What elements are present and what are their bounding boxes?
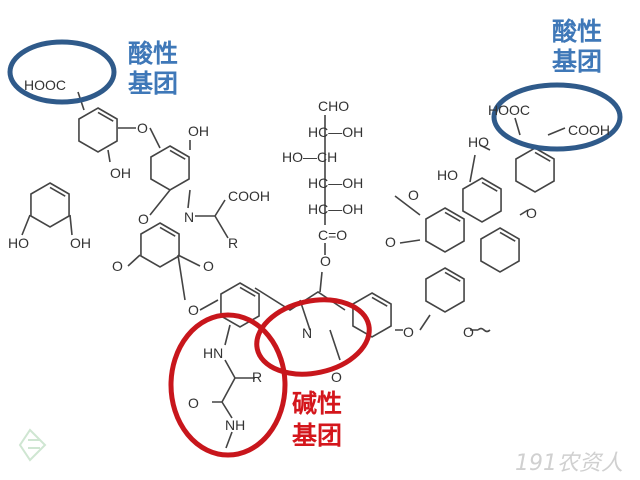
- hn-label: HN: [203, 345, 223, 361]
- oh-ring-c: OH: [188, 123, 209, 139]
- acid-label-left-line1: 酸性: [128, 39, 178, 68]
- ho-right-2: HO: [437, 167, 458, 183]
- aromatic-ring: [140, 222, 180, 268]
- acid-label-left-line2: 基团: [128, 69, 178, 98]
- cooh-right: COOH: [568, 122, 610, 138]
- acid-group-highlight-right: [491, 82, 623, 152]
- double-bond: [534, 151, 551, 162]
- o-amide: O: [188, 395, 199, 411]
- base-group-highlight-pyridine: [254, 297, 372, 377]
- nh-label: NH: [225, 417, 245, 433]
- sugar-hc-oh-2: HC—OH: [308, 175, 363, 191]
- aromatic-ring: [425, 207, 465, 253]
- sugar-ho-ch: HO—CH: [282, 149, 337, 165]
- watermark-text: 191农资人: [515, 451, 623, 476]
- base-group-highlight-amide: [168, 312, 288, 458]
- watermark-logo-icon: [18, 428, 47, 462]
- aromatic-ring: [480, 227, 520, 273]
- hooc-left: HOOC: [24, 77, 66, 93]
- double-bond: [371, 296, 388, 307]
- double-bond: [499, 231, 516, 242]
- base-label-line1: 碱性: [292, 389, 342, 418]
- o-keto-left: O: [112, 258, 123, 274]
- ho-right-1: HO: [468, 134, 489, 150]
- o-keto-right: O: [203, 258, 214, 274]
- sugar-c-eq-o: C=O: [318, 227, 347, 243]
- o-link-2: O: [188, 302, 199, 318]
- aromatic-ring: [462, 177, 502, 223]
- o-furan: O: [526, 205, 537, 221]
- double-bond: [159, 226, 176, 237]
- aromatic-ring: [220, 282, 260, 328]
- aromatic-ring: [30, 182, 70, 228]
- cooh-mid: COOH: [228, 188, 270, 204]
- acid-label-right-line2: 基团: [552, 47, 602, 76]
- double-bond: [444, 211, 461, 222]
- double-bond: [239, 286, 256, 297]
- sugar-hc-oh-3: HC—OH: [308, 201, 363, 217]
- acid-label-right-line1: 酸性: [552, 17, 602, 46]
- double-bond: [169, 149, 186, 160]
- atom-labels: HOOC OH O OH HO OH O N COOH R O O O HN R…: [8, 77, 610, 433]
- r-amide: R: [252, 369, 262, 385]
- double-bond: [49, 186, 66, 197]
- oh-catechol-2: OH: [70, 235, 91, 251]
- double-bond: [444, 271, 461, 282]
- n-pyridine: N: [302, 325, 312, 341]
- r-mid: R: [228, 235, 238, 251]
- oh-ring-a: OH: [110, 165, 131, 181]
- sugar-hc-oh-1: HC—OH: [308, 124, 363, 140]
- aromatic-ring: [78, 107, 118, 153]
- double-bond: [481, 181, 498, 192]
- aromatic-ring: [515, 147, 555, 193]
- aromatic-ring: [352, 292, 392, 338]
- hooc-right: HOOC: [488, 102, 530, 118]
- o-ester: O: [320, 253, 331, 269]
- o-terminal: O: [463, 324, 474, 340]
- o-oxazine: O: [138, 211, 149, 227]
- acid-group-highlight-left: [7, 39, 117, 105]
- aromatic-ring: [425, 267, 465, 313]
- n-oxazine: N: [184, 209, 194, 225]
- o-quinone-2: O: [385, 234, 396, 250]
- o-lactone: O: [331, 369, 342, 385]
- o-link-3: O: [403, 324, 414, 340]
- ho-catechol-1: HO: [8, 235, 29, 251]
- base-label-line2: 基团: [292, 421, 342, 450]
- o-link-1: O: [137, 120, 148, 136]
- o-quinone-1: O: [408, 187, 419, 203]
- sugar-cho: CHO: [318, 98, 349, 114]
- aromatic-ring: [150, 145, 190, 191]
- double-bond: [97, 111, 114, 122]
